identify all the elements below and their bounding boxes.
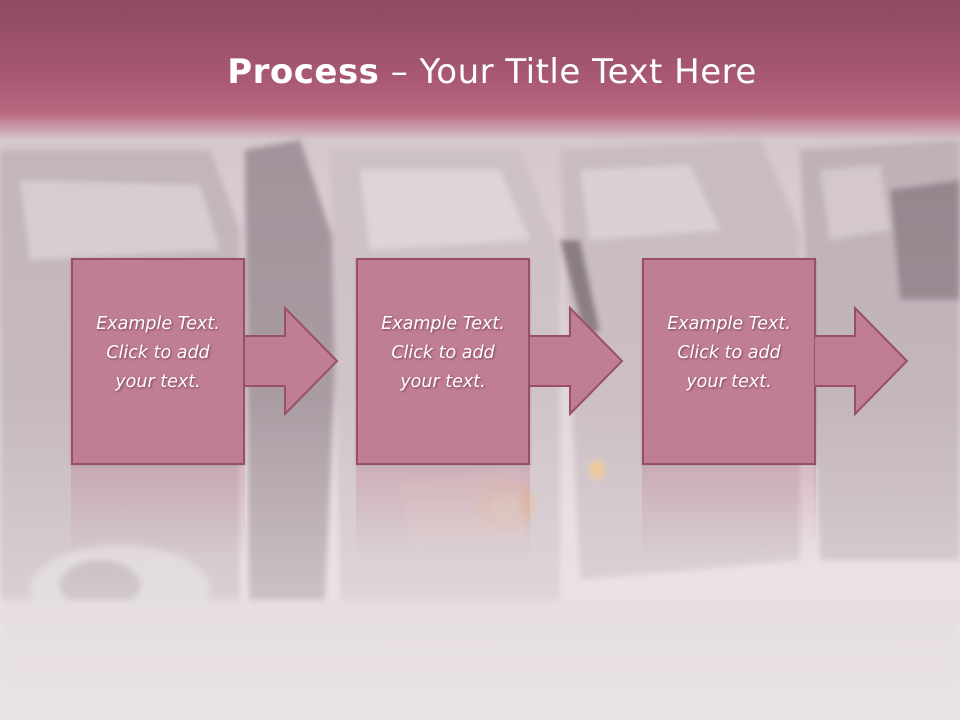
arrow-right-icon xyxy=(244,306,339,416)
step-reflection xyxy=(71,467,245,557)
step-text-line: Example Text. xyxy=(96,314,220,334)
step-text-line: Example Text. xyxy=(381,314,505,334)
arrow-right-icon xyxy=(529,306,624,416)
step-text-line: your text. xyxy=(115,372,201,392)
arrow-right-icon xyxy=(814,306,909,416)
step-text-line: Click to add xyxy=(677,343,781,363)
step-text[interactable]: Example Text. Click to add your text. xyxy=(642,310,816,397)
step-text-line: Click to add xyxy=(391,343,495,363)
step-text[interactable]: Example Text. Click to add your text. xyxy=(71,310,245,397)
step-text[interactable]: Example Text. Click to add your text. xyxy=(356,310,530,397)
step-text-line: Click to add xyxy=(106,343,210,363)
step-text-line: your text. xyxy=(686,372,772,392)
step-box[interactable] xyxy=(642,258,816,465)
title-rest: – Your Title Text Here xyxy=(379,52,757,92)
step-box[interactable] xyxy=(356,258,530,465)
title-bold: Process xyxy=(227,52,380,92)
header-band xyxy=(0,0,960,140)
step-text-line: Example Text. xyxy=(667,314,791,334)
step-reflection xyxy=(356,467,530,557)
step-reflection xyxy=(642,467,816,557)
slide-title[interactable]: Process – Your Title Text Here xyxy=(0,52,960,92)
step-box[interactable] xyxy=(71,258,245,465)
step-text-line: your text. xyxy=(400,372,486,392)
